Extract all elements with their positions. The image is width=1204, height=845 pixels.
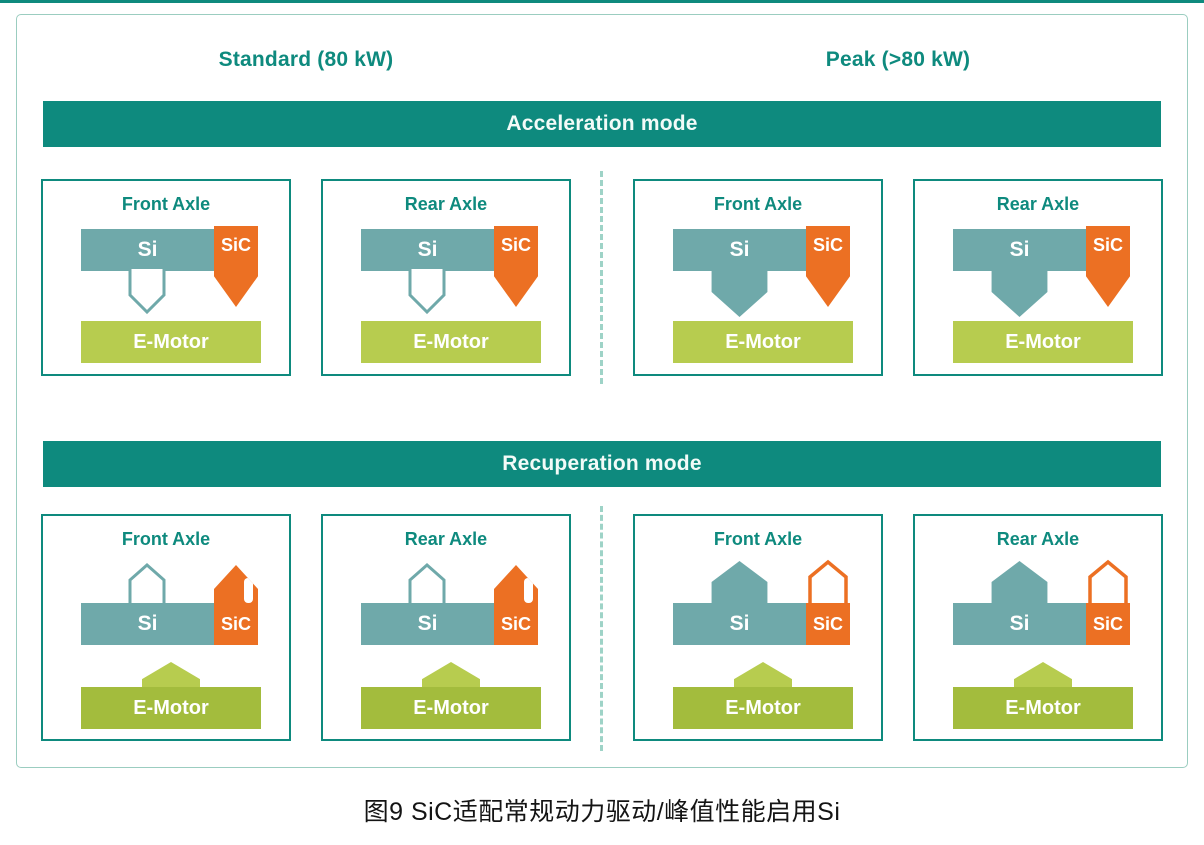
si-label: Si	[417, 238, 438, 261]
sic-active-up-arrow-icon: SiC	[494, 565, 538, 645]
sic-active-down-arrow-icon: SiC	[494, 226, 538, 307]
sic-label: SiC	[812, 613, 843, 634]
si-block: Si	[361, 229, 494, 271]
card-recup-peak-front: Front Axle Si SiC E-Motor	[633, 514, 883, 741]
card-title: Front Axle	[121, 529, 211, 549]
power-flow-diagram: Si SiC E-Motor	[323, 221, 569, 371]
power-flow-diagram: Si SiC E-Motor	[43, 221, 289, 371]
si-block-active-down-arrow-icon: Si	[673, 229, 806, 317]
e-motor-label: E-Motor	[725, 696, 801, 719]
si-label: Si	[729, 612, 750, 635]
power-flow-diagram: SiC Si E-Motor	[323, 556, 569, 734]
acceleration-row: Front Axle Si SiC E-Motor Rear Axle Si S…	[17, 179, 1187, 376]
e-motor-block: E-Motor	[673, 687, 853, 729]
e-motor-label: E-Motor	[725, 330, 801, 353]
si-block-active-up-arrow-icon: Si	[953, 561, 1086, 645]
si-label: Si	[1009, 612, 1030, 635]
card-title: Front Axle	[121, 194, 211, 214]
card-recup-peak-rear: Rear Axle Si SiC E-Motor	[913, 514, 1163, 741]
card-title: Front Axle	[713, 529, 803, 549]
card-accel-peak-front: Front Axle Si SiC E-Motor	[633, 179, 883, 376]
si-idle-up-arrow-icon	[128, 562, 166, 605]
column-header-peak: Peak (>80 kW)	[825, 48, 971, 71]
e-motor-block: E-Motor	[953, 687, 1133, 729]
standard-peak-divider	[600, 171, 603, 384]
si-label: Si	[729, 238, 750, 261]
top-border-line	[0, 0, 1204, 3]
e-motor-label: E-Motor	[1005, 696, 1081, 719]
card-accel-standard-rear: Rear Axle Si SiC E-Motor	[321, 179, 571, 376]
e-motor-label: E-Motor	[133, 696, 209, 719]
power-flow-diagram: SiC Si E-Motor	[43, 556, 289, 734]
standard-peak-divider	[600, 506, 603, 751]
figure-caption: 图9 SiC适配常规动力驱动/峰值性能启用Si	[363, 798, 841, 826]
si-idle-down-arrow-icon	[408, 269, 446, 315]
card-title: Rear Axle	[404, 529, 488, 549]
sic-label: SiC	[220, 614, 251, 634]
sic-label: SiC	[812, 235, 843, 255]
power-flow-diagram: Si SiC E-Motor	[915, 221, 1161, 371]
card-accel-standard-front: Front Axle Si SiC E-Motor	[41, 179, 291, 376]
sic-label: SiC	[500, 614, 531, 634]
column-header-standard: Standard (80 kW)	[218, 48, 394, 71]
power-flow-diagram: Si SiC E-Motor	[635, 556, 881, 734]
si-label: Si	[137, 238, 158, 261]
sic-label: SiC	[500, 235, 531, 255]
sic-active-down-arrow-icon: SiC	[214, 226, 258, 307]
recuperation-mode-banner: Recuperation mode	[43, 441, 1161, 487]
e-motor-block: E-Motor	[81, 321, 261, 363]
e-motor-block: E-Motor	[361, 687, 541, 729]
card-title: Rear Axle	[996, 529, 1080, 549]
si-idle-up-arrow-icon	[408, 562, 446, 605]
si-label: Si	[1009, 238, 1030, 261]
card-recup-standard-rear: Rear Axle SiC Si E-Motor	[321, 514, 571, 741]
power-flow-diagram: Si SiC E-Motor	[915, 556, 1161, 734]
si-label: Si	[417, 612, 438, 635]
sic-block: SiC	[806, 603, 850, 645]
sic-label: SiC	[1092, 235, 1123, 255]
sic-active-down-arrow-icon: SiC	[1086, 226, 1130, 307]
card-title: Front Axle	[713, 194, 803, 214]
sic-active-up-arrow-icon: SiC	[214, 565, 258, 645]
si-block-active-down-arrow-icon: Si	[953, 229, 1086, 317]
sic-block: SiC	[1086, 603, 1130, 645]
sic-arrow-highlight	[244, 578, 253, 603]
e-motor-block: E-Motor	[81, 687, 261, 729]
si-block: Si	[81, 603, 214, 645]
si-block: Si	[361, 603, 494, 645]
sic-idle-up-arrow-icon	[1088, 559, 1128, 605]
sic-label: SiC	[220, 235, 251, 255]
acceleration-mode-banner: Acceleration mode	[43, 101, 1161, 147]
e-motor-label: E-Motor	[413, 330, 489, 353]
diagram-frame: Standard (80 kW) Peak (>80 kW) Accelerat…	[16, 14, 1188, 768]
si-idle-down-arrow-icon	[128, 269, 166, 315]
sic-label: SiC	[1092, 613, 1123, 634]
e-motor-block: E-Motor	[953, 321, 1133, 363]
recuperation-row: Front Axle SiC Si E-Motor Rear Axle SiC …	[17, 514, 1187, 741]
e-motor-block: E-Motor	[673, 321, 853, 363]
e-motor-block: E-Motor	[361, 321, 541, 363]
e-motor-label: E-Motor	[413, 696, 489, 719]
power-flow-diagram: Si SiC E-Motor	[635, 221, 881, 371]
card-title: Rear Axle	[996, 194, 1080, 214]
sic-active-down-arrow-icon: SiC	[806, 226, 850, 307]
sic-idle-up-arrow-icon	[808, 559, 848, 605]
card-accel-peak-rear: Rear Axle Si SiC E-Motor	[913, 179, 1163, 376]
card-title: Rear Axle	[404, 194, 488, 214]
sic-arrow-highlight	[524, 578, 533, 603]
si-block: Si	[81, 229, 214, 271]
si-block-active-up-arrow-icon: Si	[673, 561, 806, 645]
card-recup-standard-front: Front Axle SiC Si E-Motor	[41, 514, 291, 741]
si-label: Si	[137, 612, 158, 635]
e-motor-label: E-Motor	[133, 330, 209, 353]
e-motor-label: E-Motor	[1005, 330, 1081, 353]
